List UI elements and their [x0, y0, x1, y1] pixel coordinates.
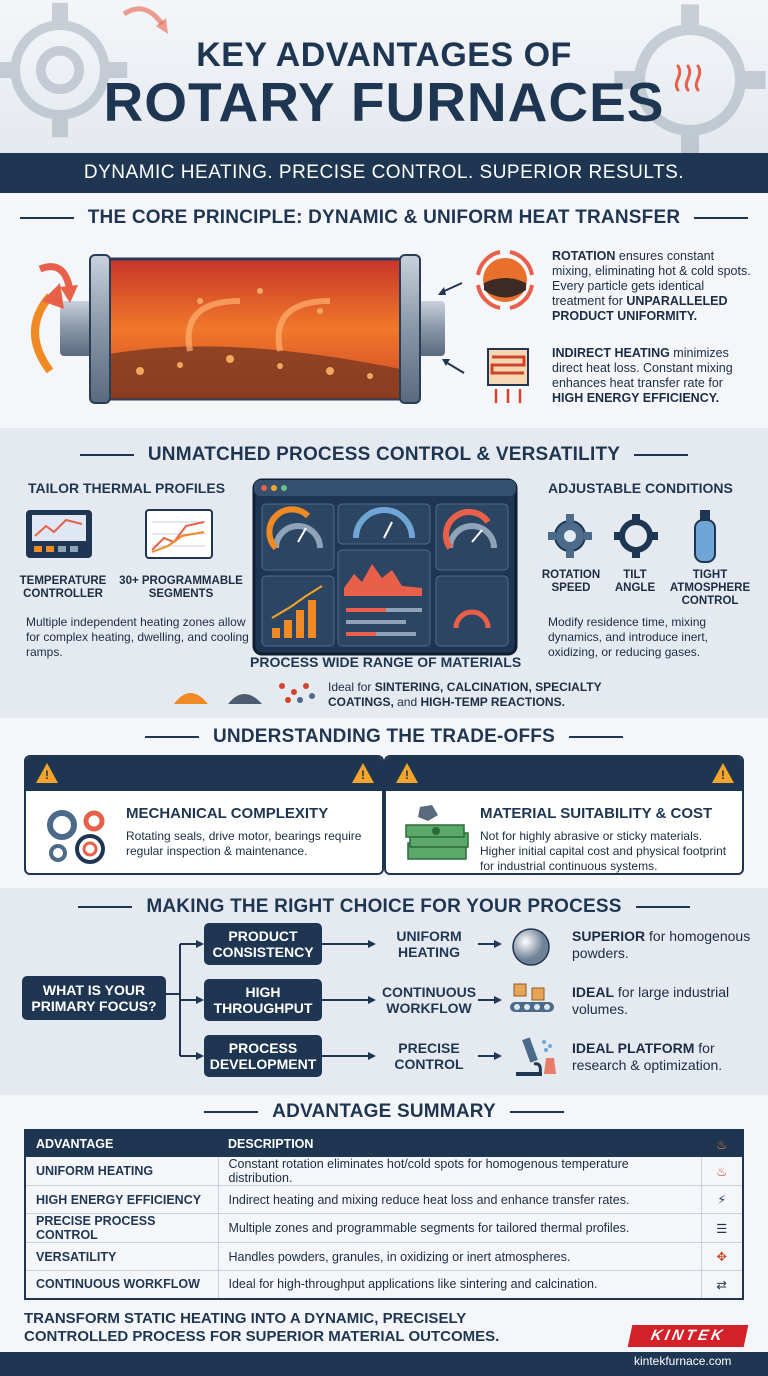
- rotation-speed-label: ROTATION SPEED: [541, 569, 601, 594]
- result-text: SUPERIOR for homogenous powders.: [572, 928, 751, 961]
- result-text: IDEAL for large industrial volumes.: [572, 984, 730, 1017]
- focus-option: HIGH THROUGHPUT: [204, 979, 322, 1021]
- focus-option: PROCESS DEVELOPMENT: [204, 1035, 322, 1077]
- outcome-label: UNIFORM HEATING: [396, 928, 462, 960]
- materials-heading: PROCESS WIDE RANGE OF MATERIALS: [250, 654, 522, 670]
- control-dashboard-illustration: [252, 478, 518, 656]
- website-link[interactable]: kintekfurnace.com: [634, 1354, 732, 1368]
- materials-description: Ideal for SINTERING, CALCINATION, SPECIA…: [328, 680, 602, 709]
- tilt-angle-label: TILT ANGLE: [614, 569, 656, 594]
- adjustable-heading: ADJUSTABLE CONDITIONS: [548, 480, 733, 496]
- core-title: THE CORE PRINCIPLE: DYNAMIC & UNIFORM HE…: [87, 207, 681, 228]
- warning-icon: !: [396, 763, 418, 783]
- mechanical-complexity-card: !! MECHANICAL COMPLEXITY Rotating seals,…: [24, 755, 384, 875]
- warning-icon: !: [712, 763, 734, 783]
- rotation-speed-icon: [548, 514, 592, 558]
- heat-waves-icon: [674, 64, 702, 92]
- outcome-label: PRECISE CONTROL: [394, 1040, 464, 1072]
- conveyor-icon: [510, 983, 554, 1012]
- workflow-icon: ⇄: [701, 1270, 743, 1299]
- materials-icons: [174, 683, 315, 704]
- right-choice-section: MAKING THE RIGHT CHOICE FOR YOUR PROCESS…: [0, 888, 768, 1095]
- heat-icon: ♨: [701, 1157, 743, 1186]
- programmable-segments-label: 30+ PROGRAMMABLE SEGMENTS: [119, 575, 243, 600]
- pointer-arrow-icon: [438, 282, 463, 295]
- process-control-section: UNMATCHED PROCESS CONTROL & VERSATILITY …: [0, 428, 768, 718]
- rotation-mixing-icon: [476, 250, 534, 310]
- thermal-heading: TAILOR THERMAL PROFILES: [28, 480, 226, 496]
- heat-exchanger-icon: [487, 348, 529, 403]
- tilt-angle-icon: [614, 514, 658, 558]
- warning-icon: !: [352, 763, 374, 783]
- rotation-note: ROTATION ensures constant mixing, elimin…: [552, 249, 751, 323]
- material-cost-card: !! MATERIAL SUITABILITY & COST Not for h…: [384, 755, 744, 875]
- mechanical-complexity-desc: Rotating seals, drive motor, bearings re…: [126, 829, 362, 858]
- warning-icon: !: [36, 763, 58, 783]
- gear-icon: [0, 2, 128, 138]
- kintek-logo: KINTEK: [627, 1325, 749, 1347]
- gear-icon: [614, 4, 766, 153]
- adjustable-description: Modify residence time, mixing dynamics, …: [548, 615, 709, 659]
- table-row: HIGH ENERGY EFFICIENCY Indirect heating …: [25, 1185, 743, 1214]
- advantage-summary-section: ADVANTAGE SUMMARY ADVANTAGE DESCRIPTION …: [0, 1095, 768, 1376]
- pointer-arrow-icon: [442, 359, 465, 374]
- col-advantage: ADVANTAGE: [25, 1130, 218, 1157]
- rotation-arrow-icon: [122, 6, 168, 34]
- mechanical-complexity-heading: MECHANICAL COMPLEXITY: [126, 805, 329, 822]
- choice-title: MAKING THE RIGHT CHOICE FOR YOUR PROCESS: [146, 896, 622, 917]
- summary-title: ADVANTAGE SUMMARY: [272, 1101, 496, 1122]
- temperature-controller-label: TEMPERATURE CONTROLLER: [19, 575, 107, 600]
- closing-statement: TRANSFORM STATIC HEATING INTO A DYNAMIC,…: [24, 1310, 500, 1345]
- tagline-banner: DYNAMIC HEATING. PRECISE CONTROL. SUPERI…: [0, 153, 768, 193]
- footer-bar: [0, 1352, 768, 1376]
- versatility-icon: ✥: [701, 1242, 743, 1271]
- flame-icon: ♨: [701, 1130, 743, 1157]
- outcome-label: CONTINUOUS WORKFLOW: [381, 984, 477, 1016]
- table-row: CONTINUOUS WORKFLOW Ideal for high-throu…: [25, 1270, 743, 1299]
- microscope-icon: [516, 1037, 556, 1076]
- result-text: IDEAL PLATFORM for research & optimizati…: [572, 1040, 723, 1073]
- table-row: VERSATILITY Handles powders, granules, i…: [25, 1242, 743, 1271]
- table-row: PRECISE PROCESS CONTROL Multiple zones a…: [25, 1213, 743, 1243]
- control-title: UNMATCHED PROCESS CONTROL & VERSATILITY: [147, 444, 621, 465]
- material-cost-heading: MATERIAL SUITABILITY & COST: [480, 805, 713, 822]
- tradeoffs-title: UNDERSTANDING THE TRADE-OFFS: [213, 726, 555, 747]
- material-cost-desc: Not for highly abrasive or sticky materi…: [480, 829, 727, 873]
- sphere-icon: [512, 928, 550, 966]
- indirect-heating-note: INDIRECT HEATING minimizes direct heat l…: [552, 346, 733, 405]
- sliders-icon: ☰: [701, 1213, 743, 1243]
- title-line-2: ROTARY FURNACES: [103, 71, 665, 133]
- advantage-summary-table: ADVANTAGE DESCRIPTION ♨ UNIFORM HEATING …: [24, 1129, 744, 1300]
- energy-icon: ⚡: [701, 1185, 743, 1214]
- table-row: UNIFORM HEATING Constant rotation elimin…: [25, 1157, 743, 1186]
- header: KEY ADVANTAGES OF ROTARY FURNACES: [0, 0, 768, 153]
- title-line-1: KEY ADVANTAGES OF: [196, 36, 572, 74]
- primary-focus-box: WHAT IS YOUR PRIMARY FOCUS?: [22, 976, 166, 1020]
- thermal-description: Multiple independent heating zones allow…: [26, 615, 249, 659]
- tradeoffs-section: UNDERSTANDING THE TRADE-OFFS !! MECHANIC…: [0, 718, 768, 888]
- atmosphere-control-label: TIGHT ATMOSPHERE CONTROL: [669, 569, 751, 607]
- decision-flow-lines: [166, 940, 502, 1060]
- gears-icon: [47, 810, 105, 864]
- focus-option: PRODUCT CONSISTENCY: [204, 923, 322, 965]
- temperature-controller-icon: [26, 510, 92, 558]
- gas-cylinder-icon: [694, 510, 716, 563]
- rotary-furnace-illustration: [31, 254, 445, 404]
- programmable-segments-icon: [145, 509, 213, 559]
- col-description: DESCRIPTION: [218, 1130, 701, 1157]
- money-icon: [405, 805, 469, 860]
- core-principle-section: THE CORE PRINCIPLE: DYNAMIC & UNIFORM HE…: [0, 193, 768, 428]
